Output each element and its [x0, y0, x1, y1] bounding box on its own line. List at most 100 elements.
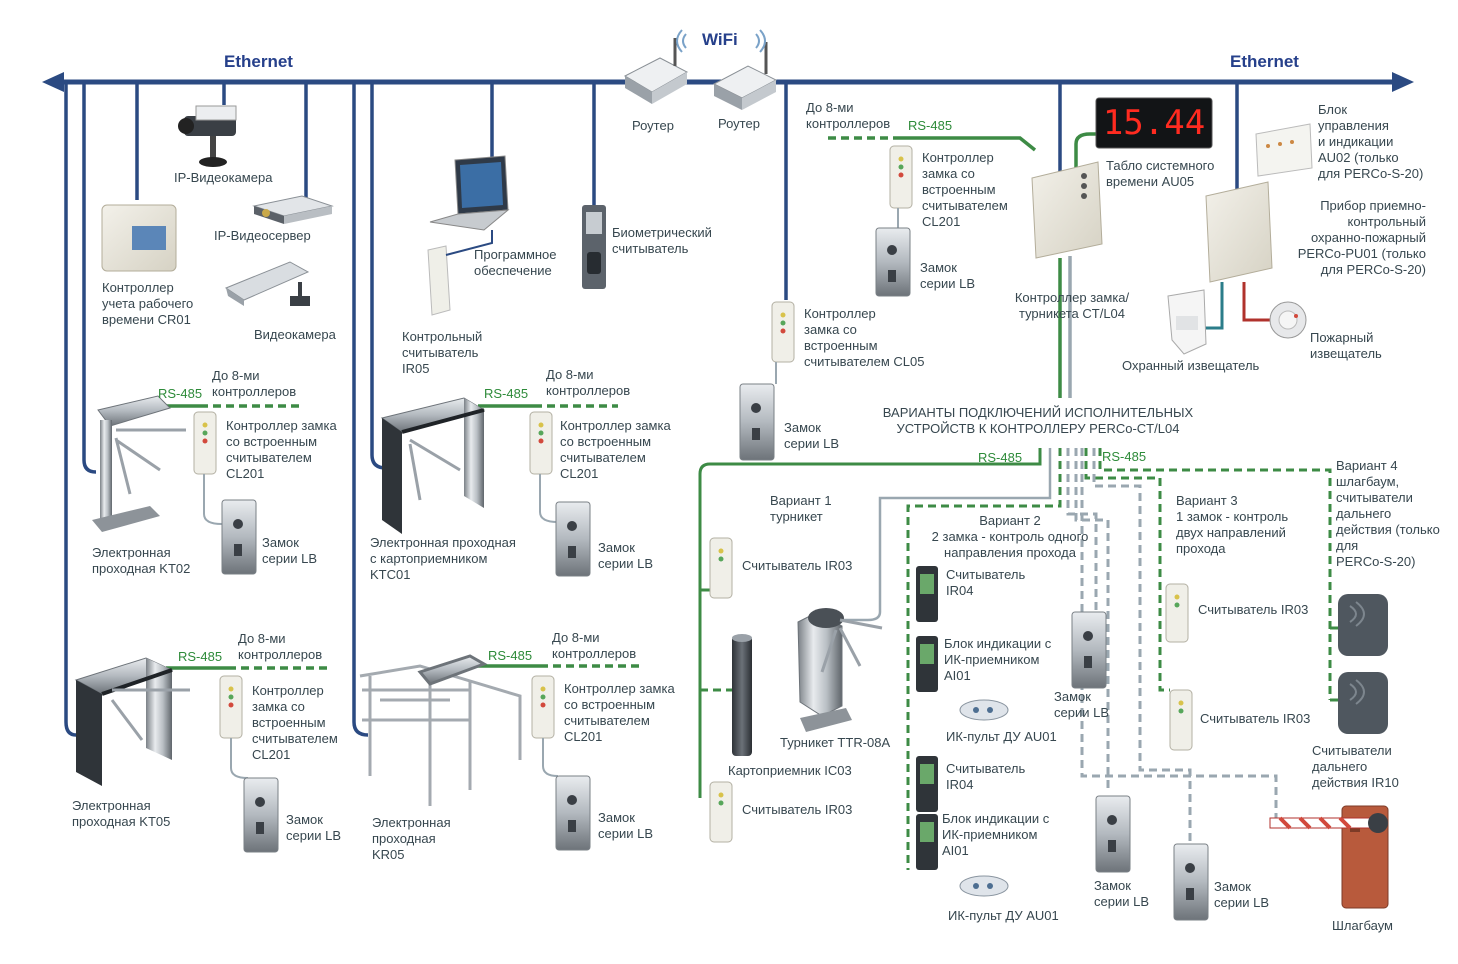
v2-reader1-label: Считыватель IR04 [946, 567, 1026, 598]
time-display-au05: 15.44 [1095, 97, 1213, 149]
lock-group4-icon [555, 775, 591, 851]
group4-rs485-label: RS-485 [488, 648, 533, 663]
cl201-group2-icon [529, 411, 553, 475]
kr05-turnstile-icon [359, 654, 522, 806]
v2-lock1-label: Замок серии LB [1054, 689, 1109, 720]
router1-label: Роутер [632, 118, 674, 133]
group4-turnstile-label: Электронная проходная KR05 [372, 815, 451, 862]
v3-reader1-label: Считыватель IR03 [1198, 602, 1309, 617]
v3-label: Вариант 3 1 замок - контроль двух направ… [1176, 493, 1289, 556]
v2-remote2-icon [959, 875, 1009, 897]
ip-videoserver-label: IP-Видеосервер [214, 228, 311, 243]
laptop-icon [429, 155, 510, 231]
v3-lock-label: Замок серии LB [1214, 879, 1269, 910]
top-rs485-label: RS-485 [908, 118, 953, 133]
group3-rs485-label: RS-485 [178, 649, 223, 664]
cl201-group1-icon [193, 411, 217, 475]
time-display-value: 15.44 [1103, 103, 1205, 143]
videocamera-icon [224, 261, 310, 306]
v2-ai01-1-label: Блок индикации с ИК-приемником AI01 [944, 636, 1052, 683]
v2-remote1-label: ИК-пульт ДУ AU01 [946, 729, 1057, 744]
group1-rs485-label: RS-485 [158, 386, 203, 401]
group2-limit-label: До 8-ми контроллеров [546, 367, 631, 398]
kt02-turnstile-icon [92, 395, 186, 532]
top-limit-label: До 8-ми контроллеров [806, 100, 891, 131]
ethernet-drops [64, 82, 1239, 737]
lock-group1-icon [221, 499, 257, 575]
barrier-icon [1269, 805, 1389, 909]
biometric-reader-icon [582, 205, 606, 289]
v2-ai01-2-label: Блок индикации с ИК-приемником AI01 [942, 811, 1050, 858]
group4-controller-label: Контроллер замка со встроенным считывате… [564, 681, 675, 744]
security-detector-label: Охранный извещатель [1122, 358, 1260, 373]
wifi-icon [676, 29, 766, 53]
group2-lock-label: Замок серии LB [598, 540, 653, 571]
v2-reader2-icon [916, 756, 938, 812]
v2-reader2-label: Считыватель IR04 [946, 761, 1026, 792]
v1-card-label: Картоприемник IC03 [728, 763, 852, 778]
v2-label: Вариант 2 2 замка - контроль одного напр… [931, 513, 1089, 560]
v2-remote1-icon [959, 699, 1009, 721]
lock-top-label: Замок серии LB [920, 260, 975, 291]
v1-turnstile-label: Турникет TTR-08A [780, 735, 891, 750]
v2-remote2-label: ИК-пульт ДУ AU01 [948, 908, 1059, 923]
kt05-turnstile-icon [74, 657, 190, 786]
v1-reader-bottom-icon [709, 781, 733, 843]
au02-label: Блок управления и индикации AU02 (только… [1318, 102, 1424, 181]
group2-turnstile-label: Электронная проходная с картоприемником … [370, 535, 516, 582]
group4-lock-label: Замок серии LB [598, 810, 653, 841]
pu01-label: Прибор приемно- контрольный охранно-пожа… [1297, 198, 1426, 277]
group3-controller-label: Контроллер замка со встроенным считывате… [252, 683, 338, 762]
lock-cl05-label: Замок серии LB [784, 420, 839, 451]
fire-detector-label: Пожарный извещатель [1310, 330, 1382, 361]
wifi-label: WiFi [702, 30, 738, 49]
ip-camera-icon [178, 105, 237, 167]
au02-panel-icon [1255, 123, 1313, 177]
ktc01-turnstile-icon [380, 397, 486, 534]
cr01-controller-icon [101, 204, 177, 272]
lock-group2-icon [555, 501, 591, 577]
router2-label: Роутер [718, 116, 760, 131]
cl201-top-label: Контроллер замка со встроенным считывате… [922, 150, 1008, 229]
router-2 [712, 42, 778, 110]
cr01-label: Контроллер учета рабочего времени CR01 [102, 280, 194, 327]
group3-limit-label: До 8-ми контроллеров [238, 631, 323, 662]
variants-title: ВАРИАНТЫ ПОДКЛЮЧЕНИЙ ИСПОЛНИТЕЛЬНЫХ УСТР… [882, 405, 1194, 436]
v2-ai01-2-icon [916, 814, 938, 870]
v1-reader-top-label: Считыватель IR03 [742, 558, 853, 573]
lock-top-icon [875, 227, 911, 297]
group3-lock-label: Замок серии LB [286, 812, 341, 843]
group2-rs485-label: RS-485 [484, 386, 529, 401]
pu01-panel-icon [1205, 181, 1273, 283]
ir05-label: Контрольный считыватель IR05 [402, 329, 483, 376]
ttr08a-turnstile-icon [797, 608, 883, 732]
ir10-reader2-icon [1338, 672, 1388, 734]
v1-card-receiver-icon [732, 634, 752, 756]
cl05-controller-icon [771, 301, 795, 363]
group3-turnstile-label: Электронная проходная KT05 [72, 798, 171, 829]
v2-lock1-icon [1071, 611, 1107, 689]
v3-reader2-label: Считыватель IR03 [1200, 711, 1311, 726]
lock-group3-icon [243, 777, 279, 853]
videocamera-label: Видеокамера [254, 327, 336, 342]
ethernet-left-label: Ethernet [224, 52, 293, 71]
v1-reader-top-icon [709, 537, 733, 599]
au05-label: Табло системного времени AU05 [1106, 158, 1215, 189]
group1-limit-label: До 8-ми контроллеров [212, 368, 297, 399]
group4-limit-label: До 8-ми контроллеров [552, 630, 637, 661]
v2-reader1-icon [916, 566, 938, 622]
v1-label: Вариант 1 турникет [770, 493, 832, 524]
cl201-group3-icon [219, 675, 243, 739]
v2-lock2-icon [1095, 795, 1131, 873]
cl201-top-controller-icon [889, 145, 913, 209]
ct-l04-controller-icon [1031, 161, 1103, 259]
v2-lock2-label: Замок серии LB [1094, 878, 1149, 909]
cl201-group4-icon [531, 675, 555, 739]
fire-detector-icon [1269, 301, 1307, 339]
v2-ai01-1-icon [916, 636, 938, 692]
variants-rs485-left: RS-485 [978, 450, 1023, 465]
ct-l04-label: Контроллер замка/ турникета CT/L04 [1014, 290, 1130, 321]
ip-camera-label: IP-Видеокамера [174, 170, 273, 185]
detector-lines [1204, 282, 1270, 330]
